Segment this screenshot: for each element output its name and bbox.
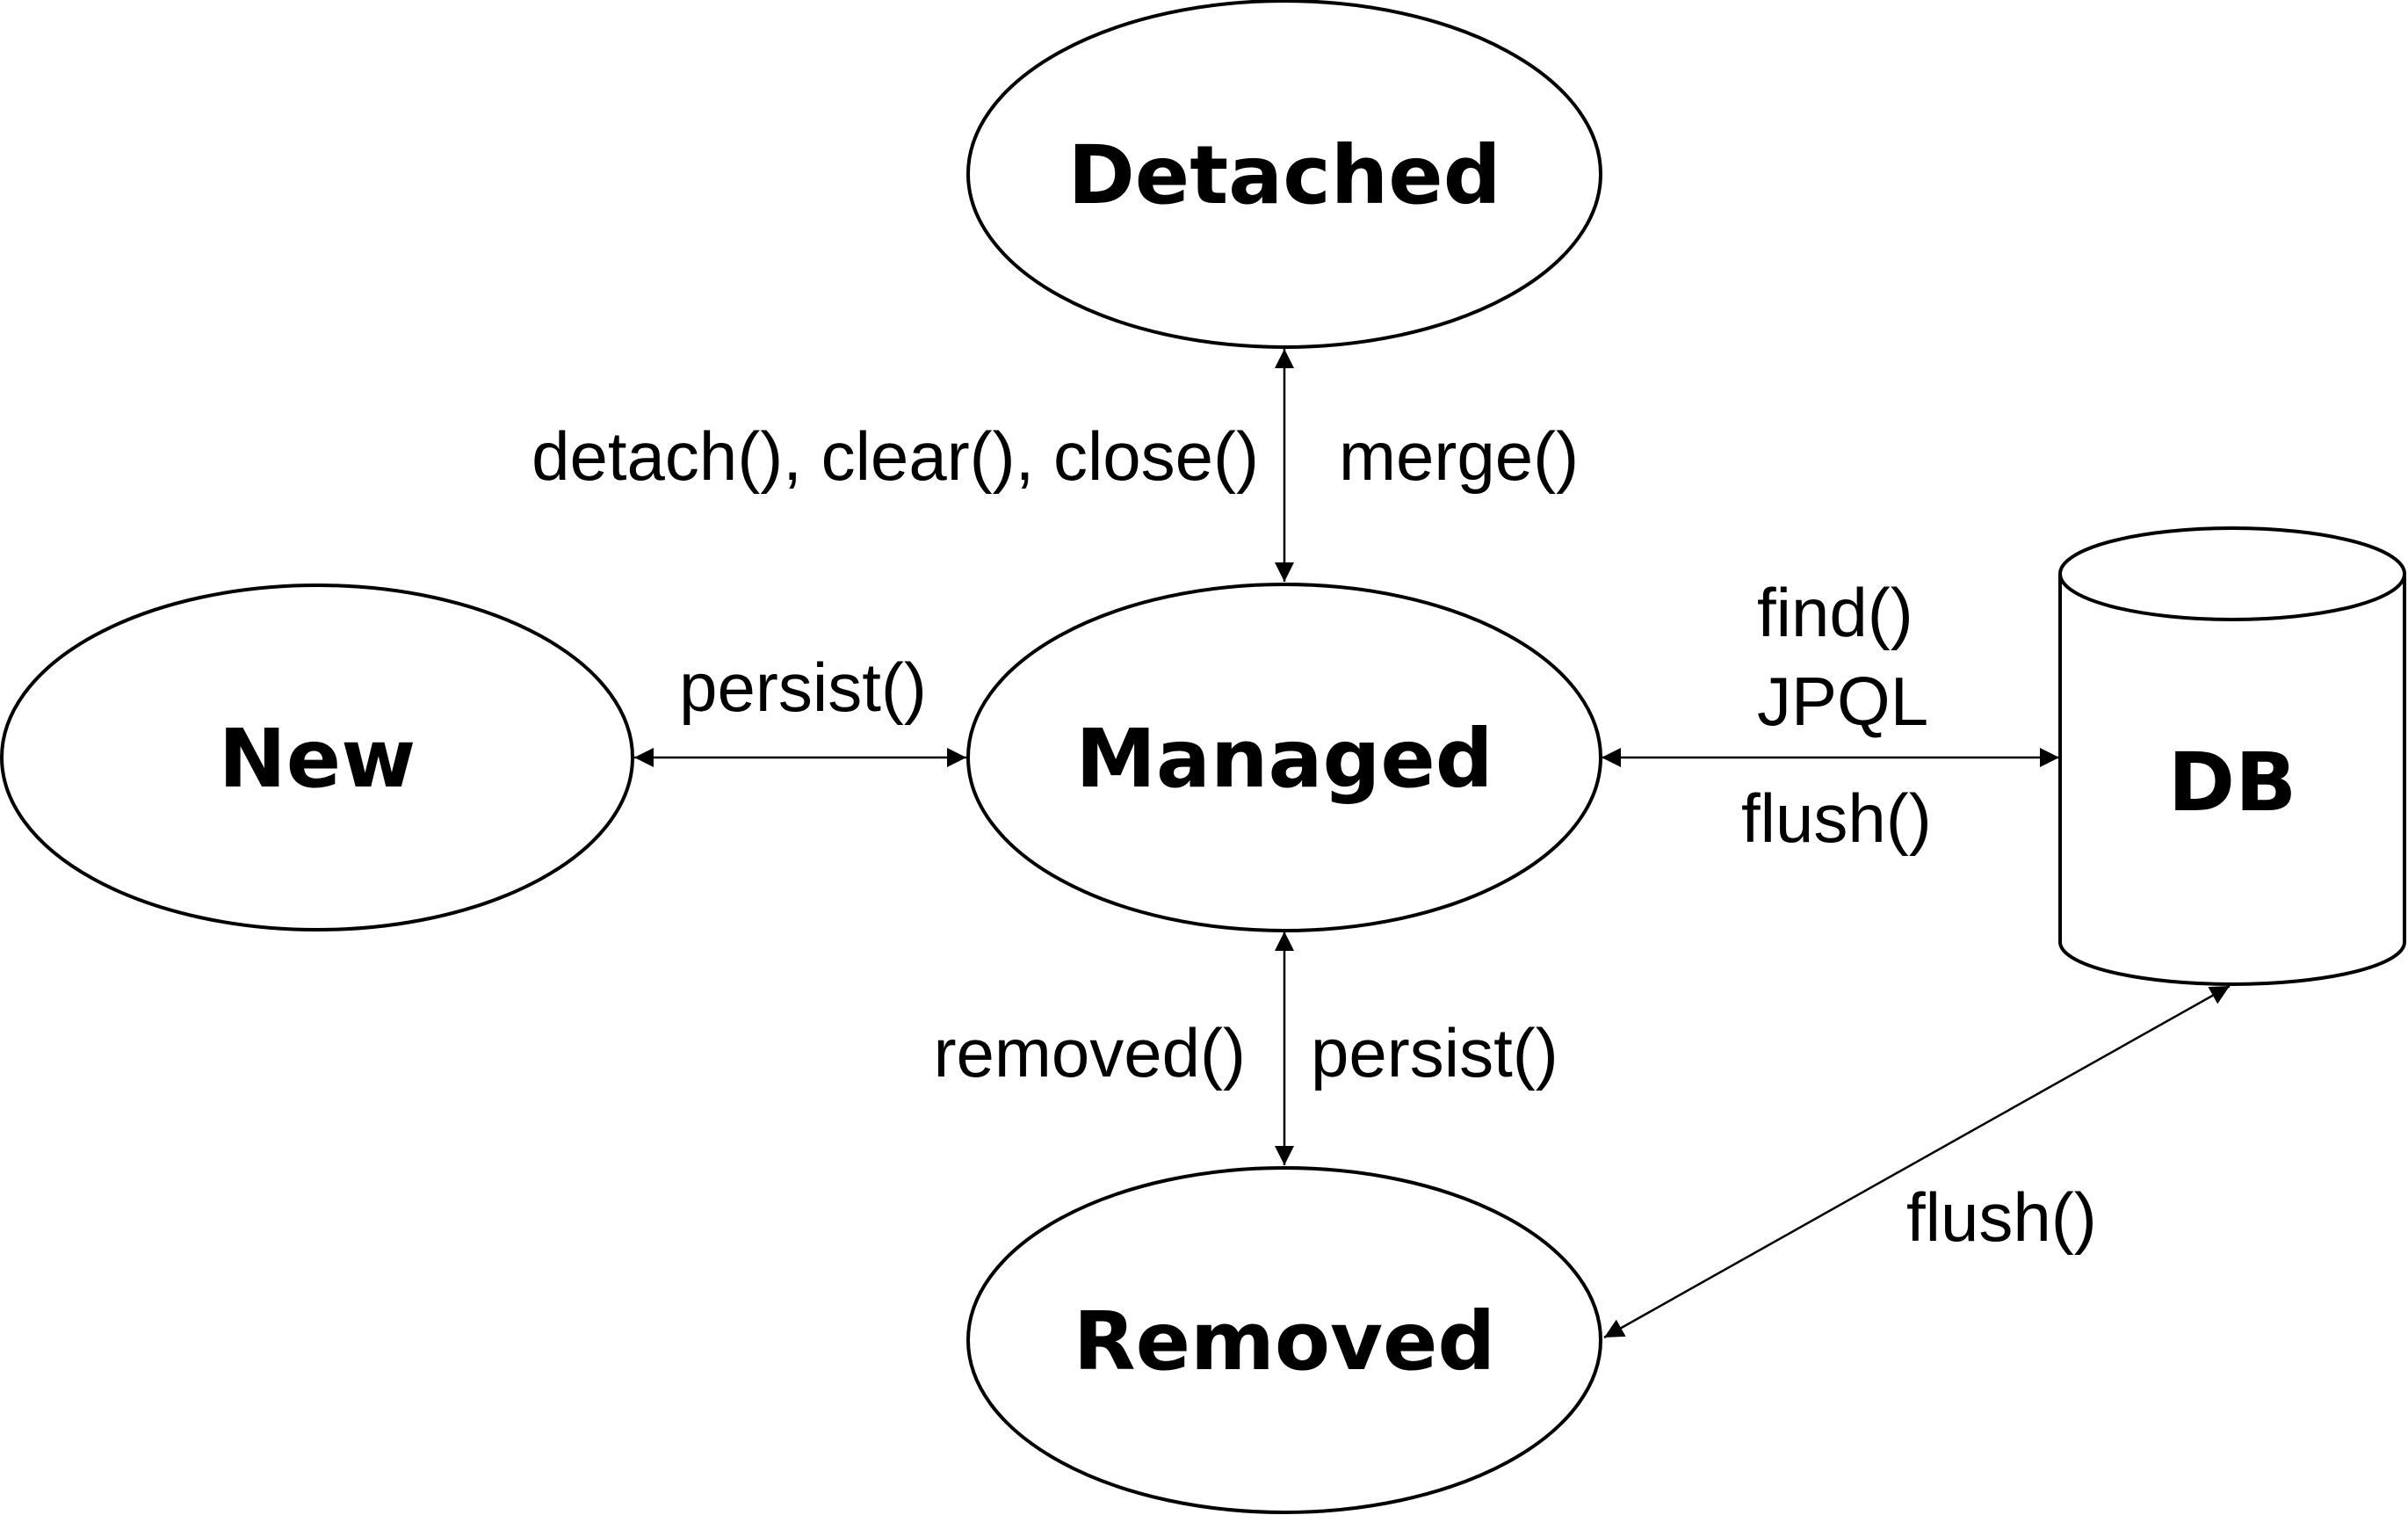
- node-new-label: New: [219, 712, 416, 806]
- label-jpql: JPQL: [1757, 663, 1928, 740]
- edge-removed-db: [1603, 984, 2231, 1339]
- label-removed-flush: flush(): [1906, 1178, 2097, 1256]
- label-flush-db: flush(): [1741, 779, 1932, 857]
- label-new-persist: persist(): [679, 649, 927, 726]
- label-find: find(): [1757, 574, 1913, 651]
- node-managed: Managed: [966, 583, 1602, 932]
- node-removed-label: Removed: [1074, 1294, 1496, 1388]
- db-cylinder-body: [2058, 574, 2406, 986]
- db-cylinder-top: [2058, 526, 2406, 621]
- label-merge: merge(): [1339, 417, 1579, 495]
- node-detached-label: Detached: [1067, 128, 1500, 222]
- node-managed-label: Managed: [1075, 712, 1493, 806]
- node-db: DB: [2058, 526, 2406, 986]
- label-removed-persist: persist(): [1311, 1014, 1558, 1091]
- node-detached: Detached: [966, 0, 1602, 349]
- node-removed: Removed: [966, 1166, 1602, 1514]
- node-new: New: [0, 584, 634, 931]
- label-removed: removed(): [934, 1014, 1246, 1091]
- node-db-label: DB: [2168, 736, 2297, 830]
- label-to-detached: detach(), clear(), close(): [531, 417, 1259, 495]
